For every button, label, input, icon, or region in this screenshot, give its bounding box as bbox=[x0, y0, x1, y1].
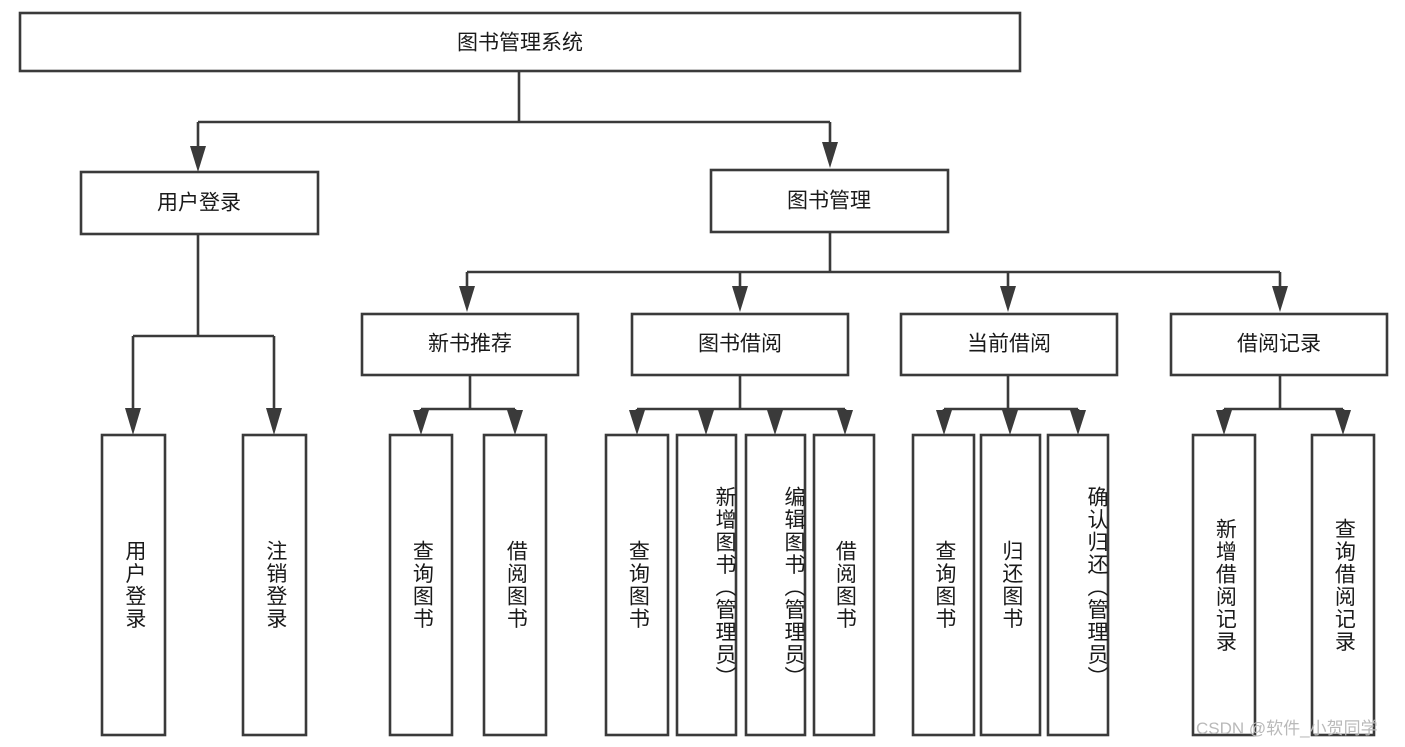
node-leaf-logout-login-box[interactable] bbox=[241, 433, 308, 737]
node-leaf-query-book-1-box[interactable] bbox=[388, 433, 454, 737]
node-leaf-return-book-box[interactable] bbox=[979, 433, 1042, 737]
node-user-login[interactable]: 用户登录 bbox=[79, 170, 320, 236]
connector-group-book-borrow bbox=[629, 375, 853, 435]
arrow-head-book-manage bbox=[822, 142, 838, 168]
node-leaf-add-book-box[interactable] bbox=[675, 433, 738, 737]
node-borrow-record-box[interactable] bbox=[1169, 312, 1389, 377]
node-new-book-recommend-label: 新书推荐 bbox=[428, 333, 512, 356]
node-leaf-borrow-book-2-box[interactable] bbox=[812, 433, 876, 737]
node-leaf-query-book-3-box[interactable] bbox=[911, 433, 976, 737]
connector-group-book-manage bbox=[459, 232, 1288, 312]
connector-group-user-login bbox=[125, 234, 282, 435]
node-user-login-box[interactable] bbox=[79, 170, 320, 236]
arrow-head-leaf-return-book bbox=[1002, 410, 1018, 435]
node-borrow-record[interactable]: 借阅记录 bbox=[1169, 312, 1389, 377]
arrow-head-leaf-add-book bbox=[698, 410, 714, 435]
connector-group-current-borrow bbox=[936, 375, 1086, 435]
arrow-head-leaf-borrow-book-2 bbox=[837, 410, 853, 435]
connector-group-new-book-recommend bbox=[413, 375, 523, 435]
node-leaf-edit-book-box[interactable] bbox=[744, 433, 807, 737]
node-current-borrow-label: 当前借阅 bbox=[967, 333, 1051, 356]
node-book-manage-box[interactable] bbox=[709, 168, 950, 234]
arrow-head-leaf-query-record bbox=[1335, 410, 1351, 435]
arrow-head-leaf-borrow-book-1 bbox=[507, 410, 523, 435]
node-new-book-recommend[interactable]: 新书推荐 bbox=[360, 312, 580, 377]
node-borrow-record-label: 借阅记录 bbox=[1237, 333, 1321, 356]
arrow-head-leaf-user-login bbox=[125, 408, 141, 435]
node-root-box[interactable] bbox=[18, 11, 1022, 73]
node-user-login-label: 用户登录 bbox=[157, 192, 241, 215]
arrow-head-current-borrow bbox=[1000, 286, 1016, 312]
node-root[interactable]: 图书管理系统 bbox=[18, 11, 1022, 73]
arrow-head-leaf-edit-book bbox=[767, 410, 783, 435]
arrow-head-book-borrow bbox=[732, 286, 748, 312]
arrow-head-borrow-record bbox=[1272, 286, 1288, 312]
arrow-head-leaf-query-book-3 bbox=[936, 410, 952, 435]
node-current-borrow-box[interactable] bbox=[899, 312, 1119, 377]
arrow-head-leaf-query-book-1 bbox=[413, 410, 429, 435]
node-book-borrow[interactable]: 图书借阅 bbox=[630, 312, 850, 377]
connector-group-root bbox=[190, 71, 838, 172]
node-leaf-add-record-box[interactable] bbox=[1191, 433, 1257, 737]
connector-group-borrow-record bbox=[1216, 375, 1351, 435]
arrow-head-leaf-logout-login bbox=[266, 408, 282, 435]
csdn-watermark: CSDN @软件_小贺同学 bbox=[1196, 719, 1378, 738]
node-book-manage-label: 图书管理 bbox=[787, 190, 871, 213]
arrow-head-user-login bbox=[190, 146, 206, 172]
arrow-head-leaf-confirm-return bbox=[1070, 410, 1086, 435]
arrow-head-leaf-query-book-2 bbox=[629, 410, 645, 435]
node-leaf-borrow-book-1-box[interactable] bbox=[482, 433, 548, 737]
node-current-borrow[interactable]: 当前借阅 bbox=[899, 312, 1119, 377]
arrow-head-new-book-recommend bbox=[459, 286, 475, 312]
node-leaf-query-record-box[interactable] bbox=[1310, 433, 1376, 737]
arrow-head-leaf-add-record bbox=[1216, 410, 1232, 435]
node-root-label: 图书管理系统 bbox=[457, 32, 583, 55]
node-leaf-confirm-return-box[interactable] bbox=[1046, 433, 1110, 737]
node-book-manage[interactable]: 图书管理 bbox=[709, 168, 950, 234]
node-book-borrow-box[interactable] bbox=[630, 312, 850, 377]
node-new-book-recommend-box[interactable] bbox=[360, 312, 580, 377]
node-book-borrow-label: 图书借阅 bbox=[698, 333, 782, 356]
node-leaf-query-book-2-box[interactable] bbox=[604, 433, 670, 737]
node-leaf-user-login-box[interactable] bbox=[100, 433, 167, 737]
